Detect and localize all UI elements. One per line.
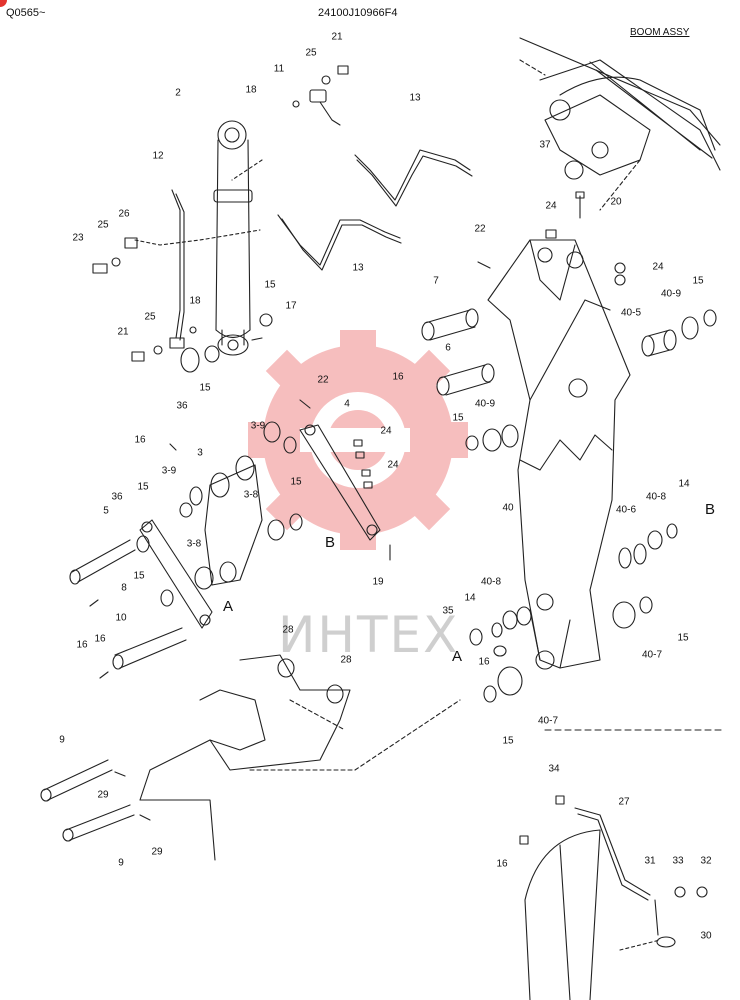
grease-line-detail (519, 729, 723, 1000)
callout-label: 40-7 (537, 715, 559, 727)
callout-label: 2 (175, 87, 181, 99)
hydraulic-hoses (134, 149, 473, 341)
callout-label: 3-8 (186, 538, 202, 550)
callout-label: 15 (677, 632, 689, 644)
callout-label: 19 (372, 576, 384, 588)
callout-label: 40-6 (615, 504, 637, 516)
callout-label: 3-9 (250, 420, 266, 432)
callout-label: 33 (672, 855, 684, 867)
callout-label: 15 (264, 279, 276, 291)
watermark-text: ИНТЕХ (278, 606, 460, 664)
boom-assy-reference (519, 37, 721, 211)
callout-label: 12 (152, 150, 164, 162)
callout-label: 16 (392, 371, 404, 383)
corner-badge (0, 0, 7, 7)
callout-label: 25 (144, 311, 156, 323)
callout-label: 40-9 (660, 288, 682, 300)
callout-label: A (451, 648, 463, 665)
callout-label: 40-5 (620, 307, 642, 319)
callout-label: 24 (380, 425, 392, 437)
callout-label: 21 (331, 31, 343, 43)
callout-label: 22 (317, 374, 329, 386)
callout-label: 23 (72, 232, 84, 244)
callout-label: 24 (652, 261, 664, 273)
callout-label: 14 (464, 592, 476, 604)
callout-label: 15 (692, 275, 704, 287)
callout-label: 9 (59, 734, 65, 746)
callout-label: 20 (610, 196, 622, 208)
callout-label: 37 (539, 139, 551, 151)
callout-label: 40-8 (645, 491, 667, 503)
callout-label: 3-8 (243, 489, 259, 501)
header-title: BOOM ASSY (630, 27, 690, 38)
header-left-code: Q0565~ (6, 7, 46, 19)
callout-label: 26 (118, 208, 130, 220)
callout-label: 8 (121, 582, 127, 594)
callout-label: 3-9 (161, 465, 177, 477)
callout-label: 3 (197, 447, 203, 459)
callout-label: 21 (117, 326, 129, 338)
callout-label: 27 (618, 796, 630, 808)
callout-label: 36 (176, 400, 188, 412)
boom-arm (487, 239, 631, 670)
callout-label: B (704, 501, 716, 518)
callout-label: 15 (133, 570, 145, 582)
callout-label: 29 (151, 846, 163, 858)
fittings (92, 65, 626, 373)
callout-label: 16 (94, 633, 106, 645)
callout-label: 40 (502, 502, 514, 514)
callout-label: 40-7 (641, 649, 663, 661)
callout-label: 16 (76, 639, 88, 651)
callout-label: 29 (97, 789, 109, 801)
callout-label: 40-8 (480, 576, 502, 588)
callout-label: 13 (409, 92, 421, 104)
callout-label: 14 (678, 478, 690, 490)
callout-label: 15 (137, 481, 149, 493)
callout-label: 22 (474, 223, 486, 235)
callout-label: 5 (103, 505, 109, 517)
callout-label: 15 (199, 382, 211, 394)
callout-label: 40-9 (474, 398, 496, 410)
callout-label: 7 (433, 275, 439, 287)
callout-label: A (222, 598, 234, 615)
boom-cylinder (213, 120, 273, 356)
callout-label: 25 (305, 47, 317, 59)
callout-label: 15 (290, 476, 302, 488)
callout-label: 10 (115, 612, 127, 624)
callout-label: 36 (111, 491, 123, 503)
callout-label: 35 (442, 605, 454, 617)
callout-label: B (324, 534, 336, 551)
callout-label: 15 (502, 735, 514, 747)
callout-label: 30 (700, 930, 712, 942)
callout-label: 9 (118, 857, 124, 869)
callout-label: 24 (387, 459, 399, 471)
callout-label: 17 (285, 300, 297, 312)
callout-label: 28 (340, 654, 352, 666)
callout-label: 34 (548, 763, 560, 775)
callout-label: 13 (352, 262, 364, 274)
callout-label: 16 (478, 656, 490, 668)
callout-label: 4 (344, 398, 350, 410)
callout-label: 28 (282, 624, 294, 636)
callout-label: 6 (445, 342, 451, 354)
callout-label: 16 (134, 434, 146, 446)
links (69, 399, 391, 679)
callout-label: 25 (97, 219, 109, 231)
callout-label: 15 (452, 412, 464, 424)
callout-label: 18 (245, 84, 257, 96)
callout-label: 24 (545, 200, 557, 212)
callout-label: 31 (644, 855, 656, 867)
callout-label: 18 (189, 295, 201, 307)
boom-bushings (421, 308, 717, 703)
swing-frame (40, 654, 461, 861)
callout-label: 11 (273, 63, 285, 75)
header-center-code: 24100J10966F4 (318, 7, 398, 19)
callout-label: 32 (700, 855, 712, 867)
callout-label: 16 (496, 858, 508, 870)
